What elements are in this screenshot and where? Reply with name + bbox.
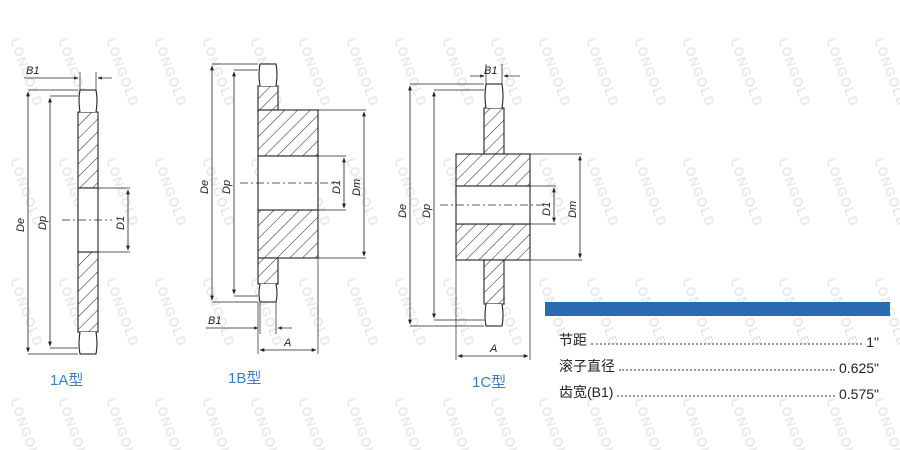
spec-row-tooth-width: 齿宽(B1) 0.575" (559, 380, 879, 402)
watermark-text: LONGOLD (103, 396, 142, 450)
diagram-1b (206, 63, 366, 354)
diagram-1c (408, 64, 582, 360)
spec-panel: 节距 1" 滚子直径 0.625" 齿宽(B1) 0.575" (545, 302, 890, 422)
label-d1-1b: D1 (331, 180, 343, 194)
watermark-text: LONGOLD (631, 36, 670, 109)
label-b1-1c: B1 (484, 65, 497, 77)
sprocket-body-1a (77, 111, 99, 189)
caption-1c: 1C型 (472, 374, 506, 391)
sprocket-body-1c (483, 107, 505, 155)
caption-1b: 1B型 (228, 370, 261, 387)
label-b1-1a: B1 (26, 65, 39, 77)
watermark-text: LONGOLD (439, 396, 478, 450)
watermark-text: LONGOLD (151, 396, 190, 450)
watermark-text: LONGOLD (151, 36, 190, 109)
spec-value: 1" (866, 334, 879, 350)
watermark-text: LONGOLD (583, 156, 622, 229)
label-dm-1c: Dm (567, 201, 579, 218)
label-de-1a: De (15, 218, 27, 232)
watermark-text: LONGOLD (343, 396, 382, 450)
label-dp-1b: Dp (221, 180, 233, 194)
watermark-text: LONGOLD (823, 156, 862, 229)
watermark-text: LONGOLD (583, 36, 622, 109)
label-dp-1a: Dp (37, 216, 49, 230)
watermark-text: LONGOLD (7, 276, 46, 349)
label-de-1b: De (199, 180, 211, 194)
watermark-text: LONGOLD (391, 276, 430, 349)
spec-label: 齿宽(B1) (559, 384, 614, 400)
watermark-text: LONGOLD (391, 36, 430, 109)
watermark-text: LONGOLD (103, 276, 142, 349)
watermark-text: LONGOLD (295, 396, 334, 450)
watermark-text: LONGOLD (247, 396, 286, 450)
label-de-1c: De (397, 204, 409, 218)
label-d1-1a: D1 (115, 216, 127, 230)
watermark-text: LONGOLD (775, 36, 814, 109)
label-b1-1b: B1 (208, 315, 221, 327)
watermark-text: LONGOLD (151, 276, 190, 349)
watermark-text: LONGOLD (103, 36, 142, 109)
spec-value: 0.625" (838, 360, 879, 376)
label-d1-1c: D1 (541, 202, 553, 216)
watermark-text: LONGOLD (295, 36, 334, 109)
watermark-text: LONGOLD (151, 156, 190, 229)
spec-row-pitch: 节距 1" (559, 328, 879, 350)
dotted-leader (617, 395, 835, 397)
diagram-1a (24, 72, 130, 355)
spec-label: 节距 (559, 332, 587, 348)
watermark-text: LONGOLD (391, 396, 430, 450)
spec-row-roller-diameter: 滚子直径 0.625" (559, 354, 879, 376)
watermark-text: LONGOLD (439, 276, 478, 349)
spec-label: 滚子直径 (559, 358, 615, 374)
label-a-1c: A (489, 343, 497, 355)
caption-1a: 1A型 (50, 372, 83, 389)
watermark-text: LONGOLD (535, 36, 574, 109)
watermark-text: LONGOLD (343, 276, 382, 349)
watermark-text: LONGOLD (727, 36, 766, 109)
label-dm-1b: Dm (351, 179, 363, 196)
watermark-text: LONGOLD (631, 156, 670, 229)
sprocket-body-1b (257, 85, 279, 111)
watermark-text: LONGOLD (199, 396, 238, 450)
watermark-text: LONGOLD (871, 36, 900, 109)
watermark-text: LONGOLD (775, 156, 814, 229)
watermark-text: LONGOLD (295, 276, 334, 349)
watermark-text: LONGOLD (679, 36, 718, 109)
dotted-leader (591, 343, 863, 345)
label-a-1b: A (283, 337, 291, 349)
watermark-text: LONGOLD (823, 36, 862, 109)
watermark-text: LONGOLD (679, 156, 718, 229)
watermark-text: LONGOLD (487, 396, 526, 450)
watermark-text: LONGOLD (439, 36, 478, 109)
watermark-text: LONGOLD (871, 156, 900, 229)
dotted-leader (619, 369, 835, 371)
spec-value: 0.575" (838, 386, 879, 402)
watermark-text: LONGOLD (199, 36, 238, 109)
spec-header-bar (545, 302, 890, 316)
watermark-text: LONGOLD (55, 396, 94, 450)
watermark-text: LONGOLD (7, 396, 46, 450)
label-dp-1c: Dp (421, 204, 433, 218)
watermark-text: LONGOLD (343, 36, 382, 109)
watermark-text: LONGOLD (727, 156, 766, 229)
watermark-text: LONGOLD (199, 276, 238, 349)
